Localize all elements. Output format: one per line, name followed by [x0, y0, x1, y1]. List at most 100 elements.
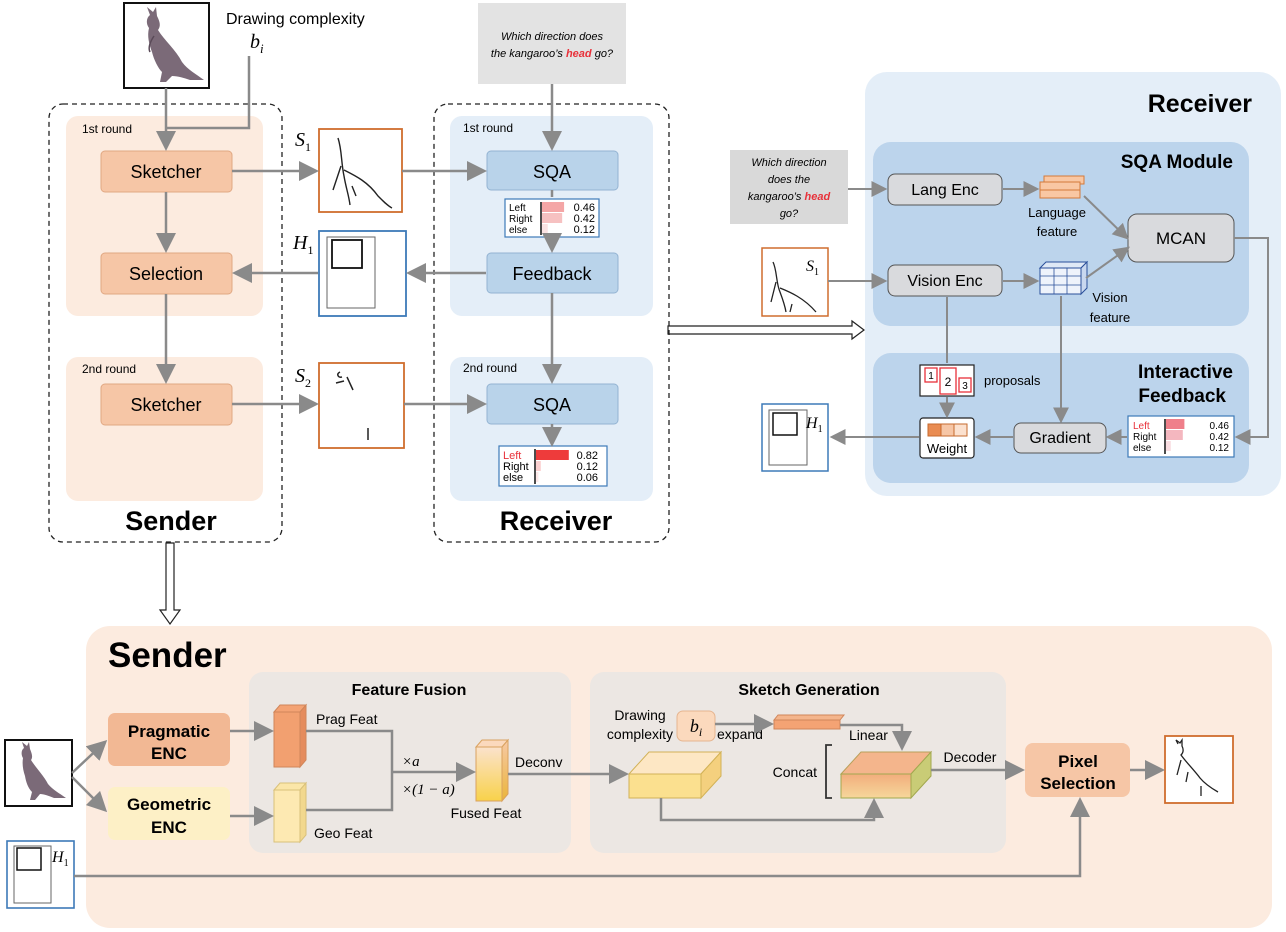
- times-a-label: ×a: [402, 754, 420, 770]
- svg-text:does the: does the: [768, 174, 810, 186]
- fused-feat-block: [474, 738, 510, 803]
- heatmap-h1-right: H1: [761, 403, 829, 472]
- geo-feat-block: [272, 781, 308, 844]
- vision-feature-label-l1: Vision: [1092, 290, 1127, 305]
- sender-round2-bg: [66, 357, 263, 501]
- receiver-detail-title: Receiver: [1148, 90, 1253, 118]
- mcan-label: MCAN: [1156, 229, 1206, 248]
- deconv-output-block: [627, 750, 723, 800]
- svg-text:Which direction does: Which direction does: [501, 31, 604, 43]
- svg-text:0.82: 0.82: [577, 450, 598, 462]
- svg-text:else: else: [503, 472, 523, 484]
- vision-feature-icon: [1038, 260, 1089, 296]
- probs-round2-bar-right: [536, 461, 541, 471]
- svg-text:Selection: Selection: [1040, 774, 1116, 793]
- decoder-label: Decoder: [944, 749, 997, 765]
- concat-label: Concat: [773, 764, 817, 780]
- b-i-label: bi: [250, 31, 264, 56]
- svg-text:go?: go?: [780, 208, 799, 220]
- language-feature-label-l2: feature: [1037, 224, 1077, 239]
- gradient-label: Gradient: [1029, 430, 1091, 447]
- drawing-label-l2: complexity: [607, 726, 673, 742]
- weight-label: Weight: [927, 441, 968, 456]
- svg-text:ENC: ENC: [151, 744, 187, 763]
- svg-text:else: else: [509, 225, 528, 236]
- s1-label: S1: [295, 129, 311, 154]
- h1-bottom-label: H1: [51, 849, 69, 869]
- geometric-enc-box: [108, 787, 230, 840]
- hollow-arrow-down: [158, 542, 182, 626]
- s2-label: S2: [295, 365, 311, 390]
- sender-round2-label: 2nd round: [82, 362, 136, 376]
- decoder-block: [839, 750, 933, 800]
- heatmap-h1-top: [318, 230, 407, 317]
- svg-text:0.42: 0.42: [574, 213, 595, 225]
- proposals-icon: 1 2 3: [919, 364, 975, 397]
- sketch-s2: [318, 362, 405, 449]
- kangaroo-image-bottom: [4, 739, 73, 807]
- probs-round1-bar-right: [542, 213, 563, 223]
- svg-text:ENC: ENC: [151, 818, 187, 837]
- svg-text:Left: Left: [503, 450, 521, 462]
- times-1-minus-a-label: ×(1 − a): [402, 782, 455, 798]
- proposals-label: proposals: [984, 373, 1041, 388]
- receiver-panel-title: Receiver: [500, 506, 613, 536]
- probs-round1: Left Right else 0.46 0.42 0.12: [504, 198, 600, 238]
- svg-text:0.42: 0.42: [1210, 432, 1230, 443]
- feature-fusion-panel: [249, 672, 571, 853]
- sender-panel-title: Sender: [125, 506, 217, 536]
- svg-text:3: 3: [962, 381, 968, 392]
- vision-enc-box: [887, 264, 1003, 297]
- sender-detail-title: Sender: [108, 636, 227, 675]
- svg-text:Right: Right: [1133, 432, 1157, 443]
- probs-right: Left Right else 0.46 0.42 0.12: [1127, 415, 1235, 458]
- probs-right-bar-else: [1166, 441, 1171, 451]
- svg-text:SQA: SQA: [533, 395, 571, 415]
- interactive-feedback-title-l2: Feedback: [1138, 386, 1226, 407]
- svg-text:1: 1: [928, 371, 934, 382]
- svg-text:2: 2: [945, 375, 952, 389]
- svg-text:0.12: 0.12: [577, 461, 598, 473]
- svg-text:Sketcher: Sketcher: [130, 395, 201, 415]
- probs-round2-bar-else: [536, 472, 539, 482]
- language-feature-label-l1: Language: [1028, 205, 1086, 220]
- probs-round1-bar-left: [542, 202, 565, 212]
- svg-text:Pixel: Pixel: [1058, 752, 1098, 771]
- svg-text:Left: Left: [1133, 421, 1150, 432]
- geo-feat-label: Geo Feat: [314, 825, 372, 841]
- expand-label: expand: [717, 726, 763, 742]
- vision-feature-label-l2: feature: [1090, 310, 1130, 325]
- svg-text:bi: bi: [690, 716, 702, 739]
- drawing-complexity-label: Drawing complexity: [226, 11, 365, 28]
- svg-text:Right: Right: [503, 461, 529, 473]
- receiver-round2-label: 2nd round: [463, 361, 517, 375]
- svg-text:Left: Left: [509, 203, 526, 214]
- linear-bar: [772, 714, 846, 730]
- svg-text:0.46: 0.46: [1210, 421, 1230, 432]
- svg-text:kangaroo’s head: kangaroo’s head: [748, 191, 831, 203]
- hollow-arrow-right: [667, 319, 865, 341]
- svg-text:the kangaroo’s head go?: the kangaroo’s head go?: [491, 48, 614, 60]
- svg-text:Pragmatic: Pragmatic: [128, 722, 210, 741]
- svg-text:Geometric: Geometric: [127, 795, 211, 814]
- interactive-feedback-title-l1: Interactive: [1138, 362, 1233, 383]
- svg-text:0.12: 0.12: [1210, 443, 1230, 454]
- pragmatic-enc-box: [108, 713, 230, 766]
- probs-right-bar-left: [1166, 419, 1185, 429]
- sketch-s1-top: [318, 128, 403, 213]
- svg-text:S1: S1: [806, 258, 819, 278]
- svg-text:0.46: 0.46: [574, 202, 595, 214]
- svg-text:Sketcher: Sketcher: [130, 162, 201, 182]
- b-i-box: [676, 710, 716, 742]
- svg-text:SQA: SQA: [533, 162, 571, 182]
- svg-text:Which direction: Which direction: [751, 157, 826, 169]
- pixel-selection-box: [1025, 743, 1130, 797]
- svg-text:else: else: [1133, 443, 1152, 454]
- lang-enc-label: Lang Enc: [911, 182, 979, 199]
- output-sketch: [1164, 735, 1234, 804]
- probs-round2: Left Right else 0.82 0.12 0.06: [498, 445, 608, 487]
- h1-label: H1: [292, 232, 313, 257]
- question-box-top: Which direction does the kangaroo’s head…: [478, 3, 626, 84]
- lang-enc-box: [887, 173, 1003, 206]
